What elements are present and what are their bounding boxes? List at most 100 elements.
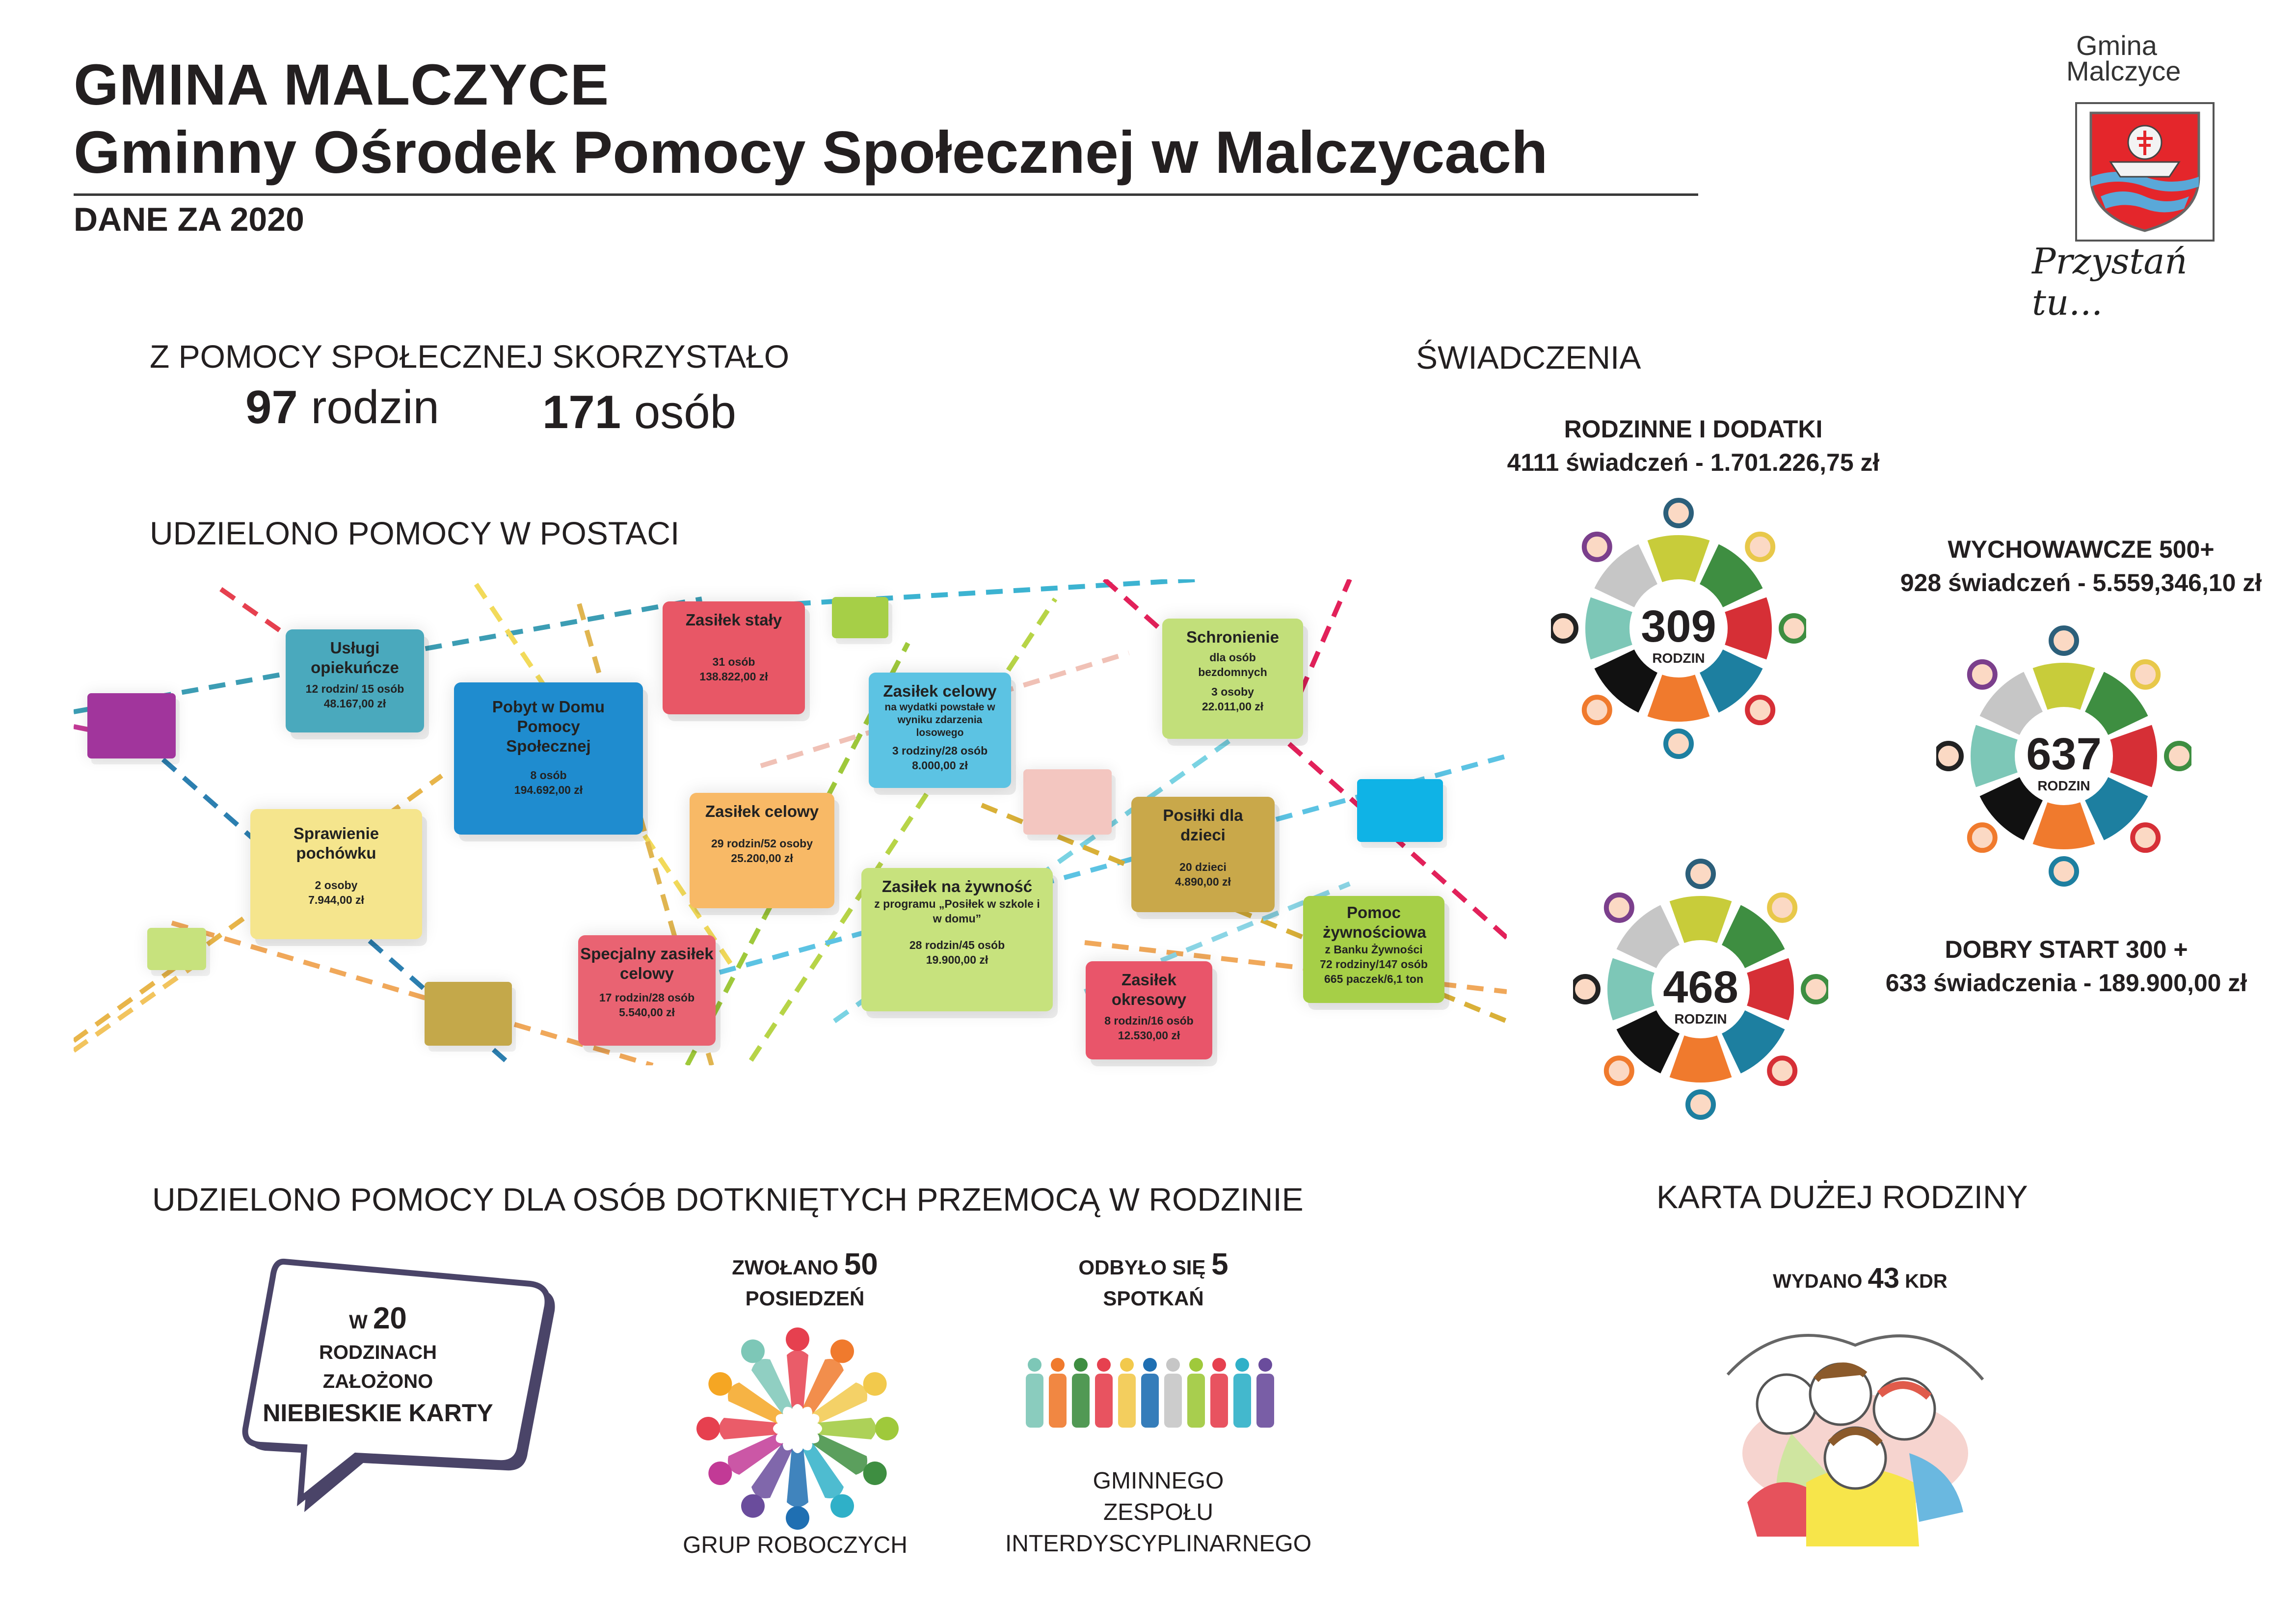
card-title: Pobyt w Domu Pomocy Społecznej (492, 698, 605, 755)
ring-center (2018, 710, 2110, 802)
person-figure (1210, 1358, 1228, 1428)
card-title: Zasiłek na żywność (881, 877, 1033, 895)
person-figure (708, 1433, 784, 1485)
bubble-line4: NIEBIESKIE KARTY (263, 1399, 493, 1427)
person-figure (786, 1327, 809, 1409)
ring-unit: RODZIN (1652, 650, 1705, 666)
person-figure (1118, 1358, 1136, 1428)
card-detail: 8 rodzin/16 osób (1104, 1014, 1194, 1027)
card-note: na wydatki powstałe w wyniku zdarzenia l… (884, 702, 995, 738)
kdr-count: WYDANO 43 KDR (1688, 1262, 2032, 1295)
family-ring-468: 468 RODZIN (1570, 842, 1831, 1146)
kdr-number: 43 (1868, 1262, 1900, 1294)
ring-segment (1971, 725, 2018, 787)
person-head (1663, 498, 1694, 528)
person-head (1767, 1056, 1798, 1086)
card-note: dla osób bezdomnych (1198, 651, 1267, 678)
ring-number: 309 (1641, 601, 1716, 651)
card-amount: 48.167,00 zł (323, 697, 386, 710)
card-title: Zasiłek stały (685, 611, 782, 629)
card-detail: 29 rodzin/52 osoby (711, 837, 813, 850)
person-figure (696, 1417, 778, 1440)
card-targeted-allowance: Zasiłek celowy 29 rodzin/52 osoby 25.200… (690, 793, 834, 908)
card-permanent-allowance: Zasiłek stały 31 osób 138.822,00 zł (663, 601, 805, 714)
sessions-count: ODBYŁO SIĘ 5 SPOTKAŃ (1006, 1247, 1301, 1310)
benefit-value: 928 świadczeń - 5.559,346,10 zł (1900, 569, 2262, 596)
kdr-prefix: WYDANO (1773, 1271, 1863, 1292)
card-title: Zasiłek celowy (705, 802, 819, 820)
card-title: Zasiłek okresowy (1111, 971, 1187, 1008)
families-label: rodzin (311, 381, 439, 433)
ring-segment (1594, 544, 1657, 607)
card-amount: 194.692,00 zł (514, 784, 583, 796)
ring-segment (2085, 672, 2148, 735)
benefit-name: RODZINNE I DODATKI (1564, 415, 1823, 443)
header-divider (74, 193, 1698, 196)
card-amount: 22.011,00 zł (1201, 700, 1264, 713)
person-head (1581, 695, 1612, 726)
person-figure (811, 1372, 887, 1424)
meetings-prefix: ZWOŁANO (732, 1256, 839, 1279)
person-figure (741, 1339, 793, 1415)
ring-segment (1616, 905, 1680, 968)
person-figure (1233, 1358, 1251, 1428)
decor-swatch-lime (147, 928, 206, 970)
card-shelter: Schronienie dla osób bezdomnych 3 osoby … (1162, 619, 1303, 739)
person-head (1685, 859, 1716, 889)
person-head (2130, 659, 2161, 690)
bubble-number: 20 (373, 1301, 407, 1335)
card-detail: 3 osoby (1211, 685, 1254, 698)
benefit-name: DOBRY START 300 + (1945, 936, 2188, 963)
families-count: 97 rodzin (245, 380, 439, 434)
person-head (1767, 892, 1798, 923)
logo-name-line2: Malczyce (2066, 55, 2181, 86)
ring-segment (1669, 1035, 1732, 1083)
person-figure (1141, 1358, 1159, 1428)
card-special-allowance: Specjalny zasiłek celowy 17 rodzin/28 os… (578, 935, 716, 1046)
card-detail: 12 rodzin/ 15 osób (305, 682, 404, 695)
person-figure (708, 1372, 784, 1424)
person-figure (1026, 1358, 1043, 1428)
person-head (2130, 822, 2161, 853)
forms-heading: UDZIELONO POMOCY W POSTACI (150, 515, 680, 551)
card-detail: 2 osoby (315, 879, 358, 892)
logo-slogan: Przystań tu... (2032, 241, 2188, 323)
ring-unit: RODZIN (1674, 1011, 1727, 1027)
ring-segment (2085, 777, 2148, 840)
family-drawing-icon (1726, 1334, 1984, 1546)
card-targeted-allowance-random: Zasiłek celowy na wydatki powstałe w wyn… (869, 673, 1011, 788)
card-title: Pomoc żywnościowa (1323, 903, 1426, 941)
person-head (1967, 822, 1998, 853)
person-figure (741, 1442, 793, 1518)
card-title: Sprawienie pochówku (293, 824, 379, 862)
speech-bubble-icon (242, 1258, 555, 1512)
person-figure (1049, 1358, 1067, 1428)
benefit-name: WYCHOWAWCZE 500+ (1948, 536, 2215, 563)
sessions-number: 5 (1211, 1247, 1228, 1281)
card-detail: 17 rodzin/28 osób (599, 991, 695, 1004)
persons-label: osób (634, 386, 737, 438)
ring-segment (2032, 802, 2095, 849)
person-figure (802, 1339, 854, 1415)
logo-name-line1: Gmina (2076, 30, 2157, 61)
person-head (2049, 625, 2079, 656)
card-food-allowance: Zasiłek na żywność z programu „Posiłek w… (861, 868, 1053, 1011)
benefit-value: 4111 świadczeń - 1.701.226,75 zł (1507, 449, 1880, 476)
team-label: GMINNEGO ZESPOŁU INTERDYSCYPLINARNEGO (957, 1465, 1360, 1560)
families-number: 97 (245, 381, 298, 433)
ring-segment (1979, 672, 2043, 735)
person-head (1603, 892, 1634, 923)
card-amount: 138.822,00 zł (699, 670, 768, 683)
person-figure (802, 1442, 854, 1518)
card-amount: 665 paczek/6,1 ton (1324, 973, 1423, 985)
card-title: Zasiłek celowy (883, 682, 997, 700)
decor-swatch-olive (425, 982, 512, 1046)
card-note: z programu „Posiłek w szkole i w domu” (874, 897, 1040, 925)
meetings-label: POSIEDZEŃ (745, 1287, 865, 1310)
ring-center (1632, 582, 1725, 675)
ring-segment (1700, 650, 1763, 713)
benefits-heading: ŚWIADCZENIA (1416, 339, 1641, 376)
card-home-care: Usługi opiekuńcze 12 rodzin/ 15 osób 48.… (286, 629, 424, 732)
card-detail: 8 osób (530, 769, 567, 782)
sessions-prefix: ODBYŁO SIĘ (1078, 1256, 1206, 1279)
